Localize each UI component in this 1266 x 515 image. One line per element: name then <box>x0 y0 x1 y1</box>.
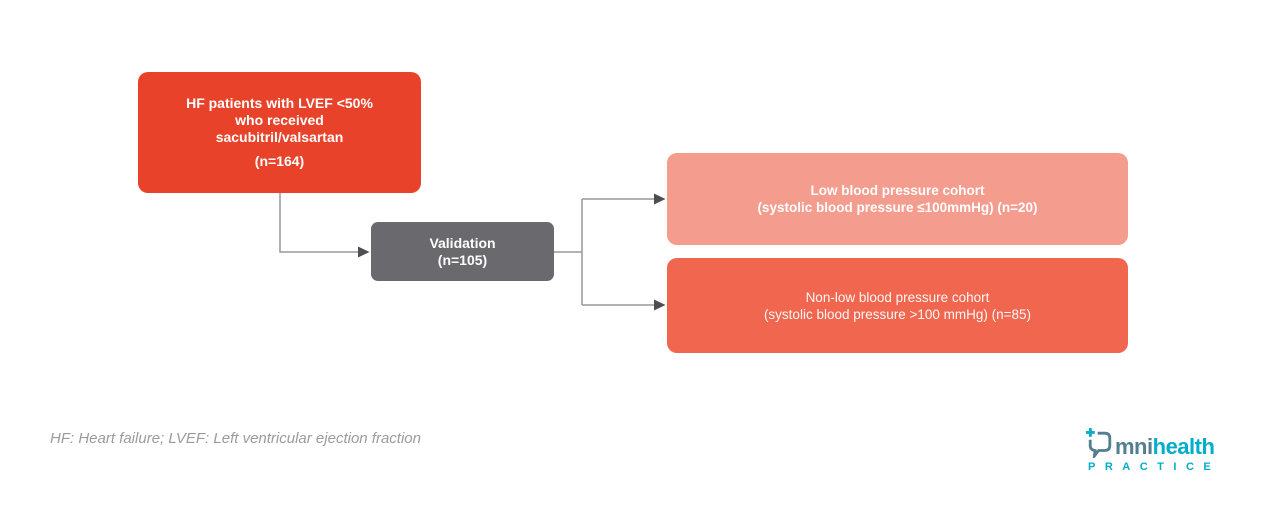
non-low-bp-cohort-box: Non-low blood pressure cohort (systolic … <box>667 258 1128 353</box>
validation-box-count: (n=105) <box>437 251 488 268</box>
connector-source-to-validation <box>279 193 358 253</box>
source-population-box: HF patients with LVEF <50% who received … <box>138 72 421 193</box>
logo-wordmark: mnihealth <box>1086 428 1218 458</box>
omnihealth-logo: mnihealth PRACTICE <box>1086 428 1218 473</box>
source-box-line3: sacubitril/valsartan <box>215 129 344 145</box>
logo-brand-text: mnihealth <box>1115 434 1215 459</box>
logo-brand-prefix: mni <box>1115 434 1153 459</box>
arrowhead-low-bp <box>654 193 666 205</box>
low-bp-box-line2: (systolic blood pressure ≤100mmHg) (n=20… <box>757 200 1038 215</box>
low-bp-box-line1: Low blood pressure cohort <box>810 183 985 198</box>
validation-box: Validation (n=105) <box>371 222 554 281</box>
source-box-line2: who received <box>235 112 324 128</box>
low-bp-cohort-box: Low blood pressure cohort (systolic bloo… <box>667 153 1128 245</box>
non-low-bp-box-line2: (systolic blood pressure >100 mmHg) (n=8… <box>763 306 1032 322</box>
abbreviation-footnote: HF: Heart failure; LVEF: Left ventricula… <box>50 430 421 447</box>
arrowhead-validation <box>358 246 370 258</box>
source-box-line1: HF patients with LVEF <50% <box>186 95 373 111</box>
validation-box-title: Validation <box>429 234 496 251</box>
logo-brand-suffix: health <box>1152 434 1215 459</box>
arrowhead-non-low-bp <box>654 299 666 311</box>
non-low-bp-box-line1: Non-low blood pressure cohort <box>805 289 990 305</box>
source-box-count: (n=164) <box>254 153 305 169</box>
logo-tagline: PRACTICE <box>1088 461 1221 473</box>
speech-bubble-plus-icon <box>1086 428 1112 458</box>
